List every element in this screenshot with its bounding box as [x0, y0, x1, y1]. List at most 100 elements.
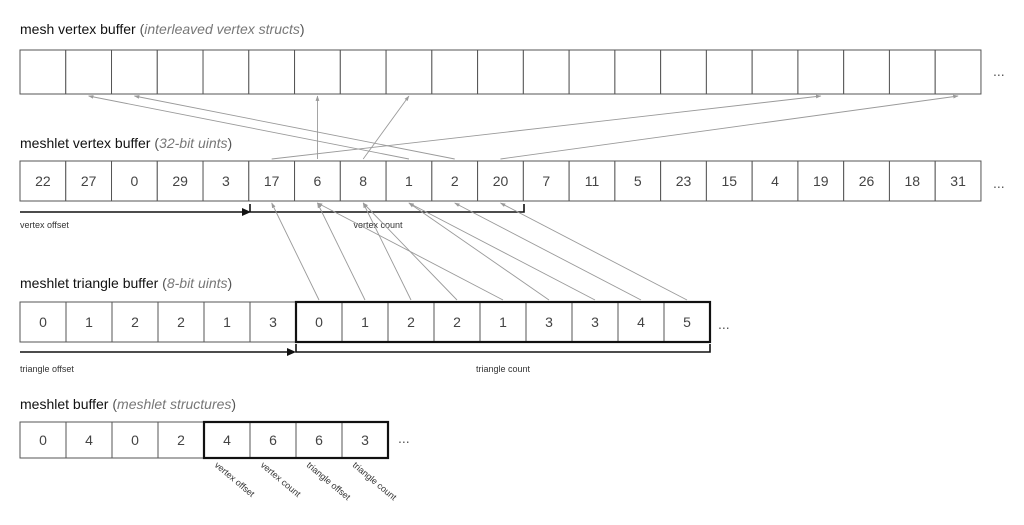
mesh-vertex-cell [888, 49, 936, 95]
mesh-vertex-cell [797, 49, 845, 95]
meshlet-triangle-cell-box [617, 301, 665, 343]
meshlet-vertex-cell: 22 [19, 160, 67, 202]
meshlet-triangle-cell-value: 5 [683, 314, 691, 330]
meshlet-cell-value: 0 [39, 432, 47, 448]
meshlet-cell-value: 4 [85, 432, 93, 448]
meshlet-cell-value: 0 [131, 432, 139, 448]
mesh-vertex-cell-box [934, 49, 982, 95]
meshlet-triangle-cell-value: 1 [85, 314, 93, 330]
meshlet-vertex-cell-box [65, 160, 113, 202]
mesh-vertex-cell-box [19, 49, 67, 95]
meshlet-triangle-cell-box [111, 301, 159, 343]
meshlet-cell: 6 [249, 421, 297, 459]
meshlet-triangle-cell: 2 [111, 301, 159, 343]
meshlet-vertex-cell: 7 [522, 160, 570, 202]
mesh-vertex-cell [202, 49, 250, 95]
meshlet-field-label: vertex count [259, 460, 303, 499]
meshlet-vertex-cell: 29 [156, 160, 204, 202]
mesh-vertex-cell [385, 49, 433, 95]
meshlet-cell: 4 [65, 421, 113, 459]
meshlet-triangle-cell-value: 3 [545, 314, 553, 330]
meshlet-field-label: triangle count [351, 460, 399, 503]
mesh-vertex-cell-box [660, 49, 707, 95]
meshlet-cell: 6 [295, 421, 343, 459]
meshlet-vertex-cell-box [522, 160, 570, 202]
meshlet-vertex-cell-value: 22 [35, 173, 51, 189]
mesh-vertex-cell-box [385, 49, 433, 95]
meshlet-triangle-cell-box [203, 301, 251, 343]
meshlet-triangle-buffer-title: meshlet triangle buffer (8-bit uints) [20, 275, 232, 291]
meshlet-vertex-cell-box [934, 160, 982, 202]
meshlet-triangle-cell-box [19, 301, 67, 343]
meshlet-vertex-cell-box [431, 160, 479, 202]
meshlet-triangle-cell: 2 [387, 301, 435, 343]
mesh-vertex-cell [522, 49, 570, 95]
meshlet-triangle-range-highlight [294, 300, 712, 344]
mesh-vertex-cell-box [843, 49, 890, 95]
meshlet-vertex-cell-box [385, 160, 433, 202]
meshlet-buffer-ellipsis: ... [398, 430, 410, 446]
meshlet-vertex-cell: 20 [477, 160, 524, 202]
meshlet-cell-value: 4 [223, 432, 231, 448]
meshlet-triangle-cell-value: 4 [637, 314, 645, 330]
meshlet-vertex-cell-value: 6 [314, 173, 322, 189]
triangle-index-connector [362, 202, 412, 301]
meshlet-cell-value: 3 [361, 432, 369, 448]
meshlet-vertex-cell-box [797, 160, 845, 202]
meshlet-triangle-cell-value: 2 [453, 314, 461, 330]
triangle-offset-label: triangle offset [20, 364, 74, 374]
meshlet-vertex-cell-value: 11 [585, 173, 600, 189]
meshlet-vertex-cell-box [111, 160, 158, 202]
meshlet-vertex-cell: 15 [705, 160, 753, 202]
meshlet-triangle-cell: 3 [249, 301, 297, 343]
meshlet-vertex-cell-box [568, 160, 616, 202]
meshlet-vertex-cell: 31 [934, 160, 982, 202]
meshlet-vertex-cell: 6 [294, 160, 341, 202]
mesh-vertex-cell-box [248, 49, 296, 95]
vertex-index-connector [88, 95, 410, 160]
mesh-vertex-cell [477, 49, 524, 95]
meshlet-triangle-cell-value: 1 [499, 314, 507, 330]
meshlet-triangle-cell: 2 [157, 301, 205, 343]
mesh-vertex-cell [339, 49, 387, 95]
mesh-vertex-cell-box [111, 49, 158, 95]
mesh-vertex-cell-box [522, 49, 570, 95]
vertex-index-connector [133, 95, 455, 160]
triangle-index-connector [408, 202, 596, 301]
meshlet-vertex-cell-box [339, 160, 387, 202]
mesh-vertex-cell [111, 49, 158, 95]
mesh-vertex-cell-box [202, 49, 250, 95]
meshlet-vertex-cell-value: 19 [813, 173, 829, 189]
vertex-count-label: vertex count [353, 220, 403, 230]
triangle-index-connector [500, 202, 688, 301]
meshlet-vertex-cell: 3 [202, 160, 250, 202]
meshlet-vertex-cell-value: 7 [542, 173, 550, 189]
meshlet-triangle-cell-value: 1 [361, 314, 369, 330]
mesh-vertex-cell-box [797, 49, 845, 95]
meshlet-cell: 4 [203, 421, 251, 459]
meshlet-triangle-cell-box [249, 301, 297, 343]
meshlet-triangle-cell: 1 [341, 301, 389, 343]
mesh-vertex-cell-box [156, 49, 204, 95]
meshlet-vertex-cell-box [248, 160, 296, 202]
mesh-vertex-cell [705, 49, 753, 95]
triangle-index-connector [317, 202, 366, 301]
meshlet-cell: 3 [341, 421, 389, 459]
meshlet-vertex-cell-value: 5 [634, 173, 642, 189]
meshlet-vertex-cell-value: 8 [359, 173, 367, 189]
mesh-vertex-cell-box [477, 49, 524, 95]
meshlet-triangle-cell-value: 1 [223, 314, 231, 330]
meshlet-cell-box [19, 421, 67, 459]
meshlet-vertex-cell-value: 31 [950, 173, 966, 189]
meshlet-triangle-cell-value: 2 [131, 314, 139, 330]
meshlet-vertex-cell-value: 0 [131, 173, 139, 189]
meshlet-triangle-cell: 1 [479, 301, 527, 343]
meshlet-triangle-cell-value: 2 [177, 314, 185, 330]
meshlet-vertex-cell-value: 20 [493, 173, 509, 189]
meshlet-vertex-cell-box [705, 160, 753, 202]
meshlet-struct-highlight [202, 420, 390, 460]
triangle-index-connector [316, 202, 504, 301]
